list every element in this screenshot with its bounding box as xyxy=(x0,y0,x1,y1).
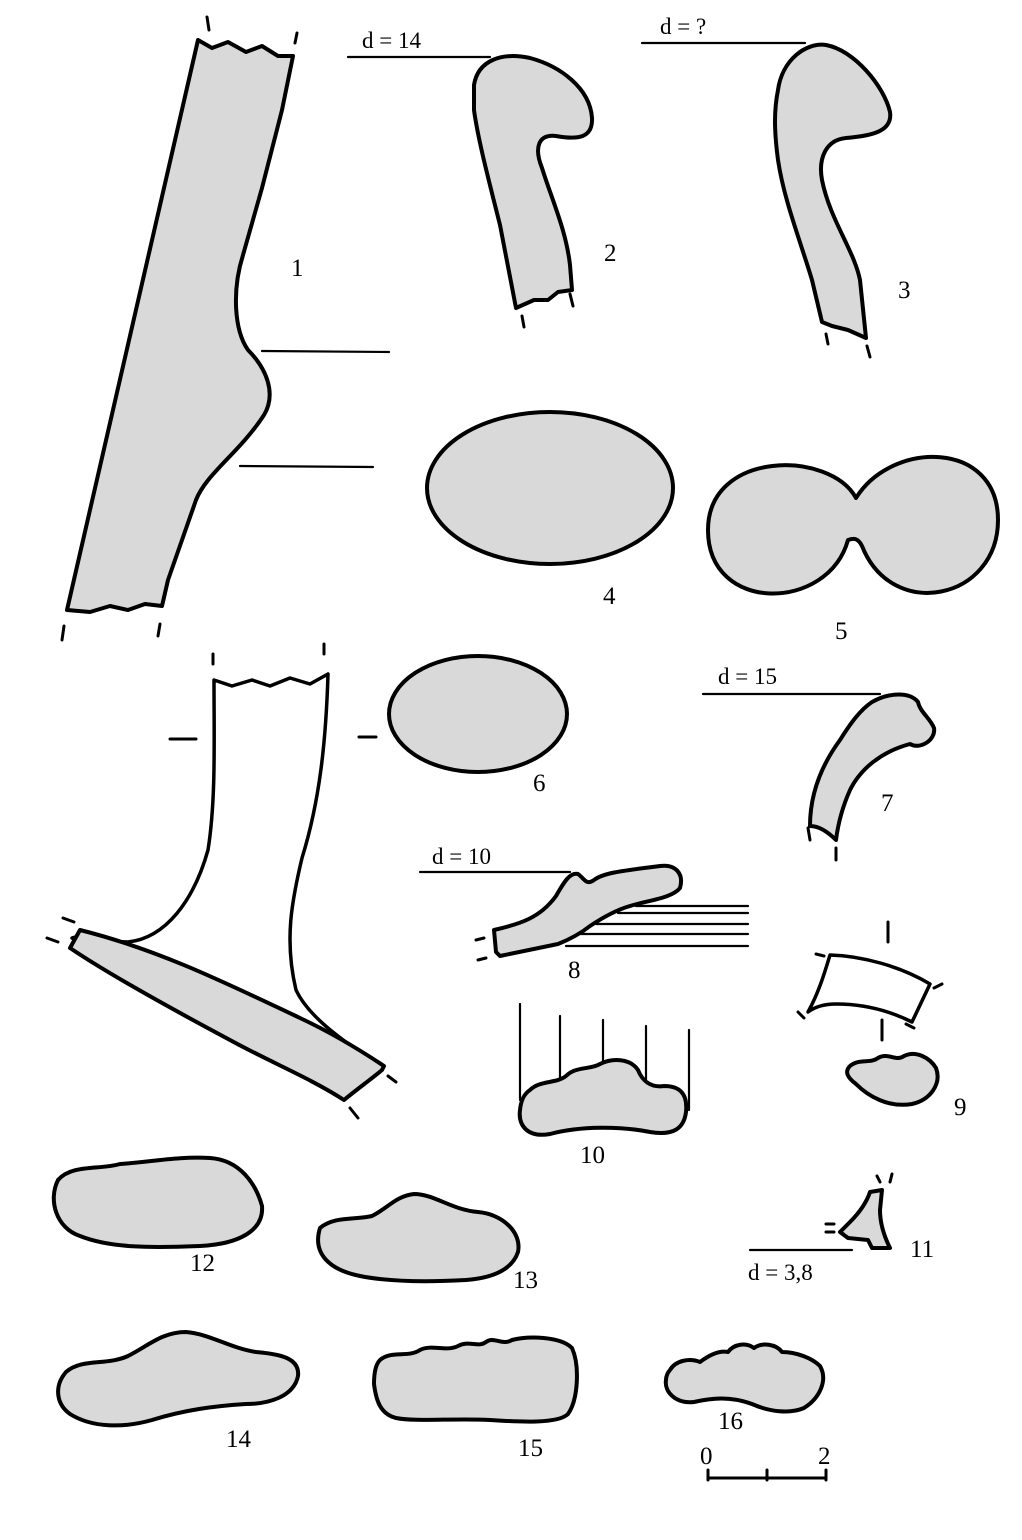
fig5-double-section xyxy=(706,455,1000,596)
figure-12: 12 xyxy=(51,1155,265,1277)
fig12-label: 12 xyxy=(190,1250,215,1277)
figure-9: 9 xyxy=(796,920,967,1121)
fig3-diameter-label: d = ? xyxy=(660,14,706,39)
fig7-diameter-label: d = 15 xyxy=(718,664,777,689)
fig11-break-tick xyxy=(888,1172,894,1184)
fig14-label: 14 xyxy=(226,1426,252,1453)
fig11-break-tick xyxy=(875,1174,882,1184)
fig6-label: 6 xyxy=(533,770,546,797)
fig10-section xyxy=(517,1058,689,1137)
fig2-diameter-label: d = 14 xyxy=(362,28,421,53)
fig6-break-tick xyxy=(348,1106,360,1120)
fig6-wall-section xyxy=(68,928,386,1102)
fig5-label: 5 xyxy=(835,618,848,645)
fig9-break-tick xyxy=(796,1010,806,1020)
fig9-section xyxy=(845,1051,940,1107)
fig3-break-tick xyxy=(865,344,872,359)
fig3-label: 3 xyxy=(898,277,911,304)
fig1-break-tick xyxy=(60,624,66,642)
figure-11: d = 3,8 11 xyxy=(748,1172,934,1285)
fig1-break-tick xyxy=(293,31,299,45)
figure-1: 1 xyxy=(60,15,391,642)
fig6-oval-section xyxy=(387,654,569,774)
fig13-label: 13 xyxy=(513,1267,538,1294)
fig1-label: 1 xyxy=(291,255,304,282)
fig1-break-tick xyxy=(205,15,211,32)
figure-8: d = 10 8 xyxy=(418,844,750,984)
figure-13: 13 xyxy=(316,1192,538,1294)
figure-16: 16 xyxy=(663,1342,826,1435)
fig8-diameter-label: d = 10 xyxy=(432,844,491,869)
figure-10: 10 xyxy=(517,1002,691,1169)
fig11-rim-profile xyxy=(838,1188,892,1250)
figure-7: d = 15 7 xyxy=(701,664,937,862)
fig7-rim-profile xyxy=(808,692,937,842)
fig11-diameter-label: d = 3,8 xyxy=(748,1260,813,1285)
fig8-rim-profile xyxy=(492,863,683,958)
fig4-oval-section xyxy=(425,410,675,566)
fig16-label: 16 xyxy=(718,1408,743,1435)
fig2-break-tick xyxy=(520,314,526,329)
fig9-fragment-outline xyxy=(806,953,932,1024)
fig9-break-tick xyxy=(904,1022,916,1030)
fig9-break-tick xyxy=(932,982,944,990)
scale-end-label: 2 xyxy=(818,1443,831,1470)
fig14-section xyxy=(56,1330,301,1428)
figure-3: d = ? 3 xyxy=(640,14,911,359)
fig10-label: 10 xyxy=(580,1142,605,1169)
fig9-break-tick xyxy=(814,952,826,958)
fig12-section xyxy=(51,1155,265,1249)
fig13-section xyxy=(316,1192,521,1284)
fig4-label: 4 xyxy=(603,583,616,610)
figure-4: 4 xyxy=(425,410,675,610)
fig2-label: 2 xyxy=(604,240,617,267)
fig8-break-tick xyxy=(474,936,486,942)
figure-2: d = 14 2 xyxy=(346,28,617,329)
fig9-label: 9 xyxy=(954,1094,967,1121)
fig3-break-tick xyxy=(824,332,830,346)
fig7-break-tick xyxy=(806,826,812,842)
figure-14: 14 xyxy=(56,1330,301,1453)
fig11-label: 11 xyxy=(910,1236,934,1263)
figure-5: 5 xyxy=(706,455,1000,645)
fig7-label: 7 xyxy=(881,790,894,817)
fig1-wall-section xyxy=(65,38,295,614)
fig15-section xyxy=(372,1335,579,1424)
fig6-break-tick xyxy=(45,936,60,944)
fig8-break-tick xyxy=(476,956,488,962)
fig1-break-tick xyxy=(156,622,162,638)
fig6-break-tick xyxy=(61,916,76,924)
scale-start-label: 0 xyxy=(700,1443,713,1470)
fig2-break-tick xyxy=(568,292,575,308)
figure-6: 6 xyxy=(45,642,569,1120)
fig1-section-line xyxy=(260,349,391,354)
fig3-rim-profile xyxy=(773,42,893,340)
fig2-rim-profile xyxy=(472,54,595,310)
figure-15: 15 xyxy=(372,1335,579,1462)
fig1-section-line xyxy=(238,464,375,469)
scale-bar: 0 2 xyxy=(700,1443,831,1482)
fig15-label: 15 xyxy=(518,1435,543,1462)
fig6-break-tick xyxy=(386,1074,398,1084)
fig16-section xyxy=(663,1342,826,1414)
fig8-label: 8 xyxy=(568,957,581,984)
